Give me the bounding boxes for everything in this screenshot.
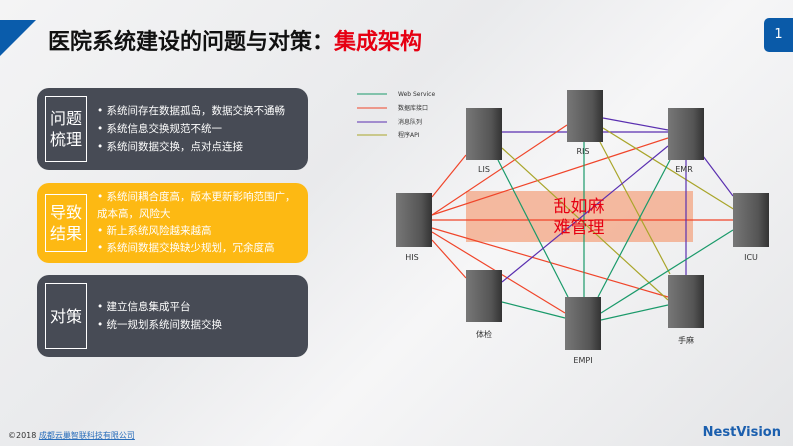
overlay-box	[466, 191, 693, 242]
card-label: 对策	[45, 283, 87, 349]
legend-label: 程序API	[398, 131, 420, 139]
server-label: HIS	[405, 253, 418, 262]
server-ris: RIS	[567, 90, 603, 156]
server-lis: LIS	[466, 108, 502, 174]
list-item: 系统间耦合度高，版本更新影响范围广，成本高，风险大	[97, 189, 297, 223]
server-icon	[396, 193, 432, 247]
server-his: HIS	[396, 193, 432, 262]
list-item: 系统间存在数据孤岛，数据交换不通畅	[97, 102, 286, 120]
legend-label: 消息队列	[398, 118, 422, 126]
server-label: RIS	[577, 147, 590, 156]
list-item: 新上系统风险越来越高	[97, 223, 297, 240]
list-item: 统一规划系统间数据交换	[97, 316, 223, 334]
legend-label: Web Service	[398, 91, 435, 98]
brand-logo: NestVision	[702, 425, 781, 440]
server-icon	[668, 275, 704, 328]
overlay-text-1: 乱如麻	[554, 197, 605, 217]
list-item: 系统信息交换规范不统一	[97, 120, 285, 138]
overlay-text-2: 难管理	[554, 218, 605, 238]
page-title: 医院系统建设的问题与对策：集成架构	[48, 30, 423, 55]
server-shouma: 手麻	[668, 275, 704, 345]
card-solutions: 对策 建立信息集成平台 统一规划系统间数据交换	[37, 275, 308, 357]
server-label: 体检	[476, 329, 492, 339]
page-number: 1	[764, 18, 793, 52]
server-icon	[668, 108, 704, 160]
server-label: LIS	[478, 165, 490, 174]
connection-lines	[431, 117, 736, 321]
server-empi: EMPI	[565, 297, 601, 365]
server-icu: ICU	[733, 193, 769, 262]
company-link[interactable]: 成都云巢智联科技有限公司	[38, 431, 135, 440]
list-item: 建立信息集成平台	[97, 298, 222, 316]
footer-copyright: ©2018 成都云巢智联科技有限公司	[8, 431, 135, 440]
server-icon	[733, 193, 769, 247]
server-icon	[567, 90, 603, 142]
server-label: 手麻	[678, 335, 694, 345]
legend: Web Service 数据库接口 消息队列 程序API	[357, 91, 435, 139]
card-label: 导致结果	[45, 194, 87, 252]
server-icon	[466, 108, 502, 160]
server-emr: EMR	[668, 108, 704, 174]
server-label: EMPI	[573, 356, 592, 365]
list-item: 系统间数据交换，点对点连接	[97, 138, 285, 156]
list-item: 系统间数据交换缺少规划，冗余度高	[97, 240, 297, 257]
legend-label: 数据库接口	[398, 104, 428, 112]
card-label: 问题梳理	[45, 96, 87, 162]
server-icon	[466, 270, 502, 322]
server-label: ICU	[744, 253, 758, 262]
server-icon	[565, 297, 601, 350]
server-label: EMR	[675, 165, 693, 174]
server-tijian: 体检	[466, 270, 502, 339]
